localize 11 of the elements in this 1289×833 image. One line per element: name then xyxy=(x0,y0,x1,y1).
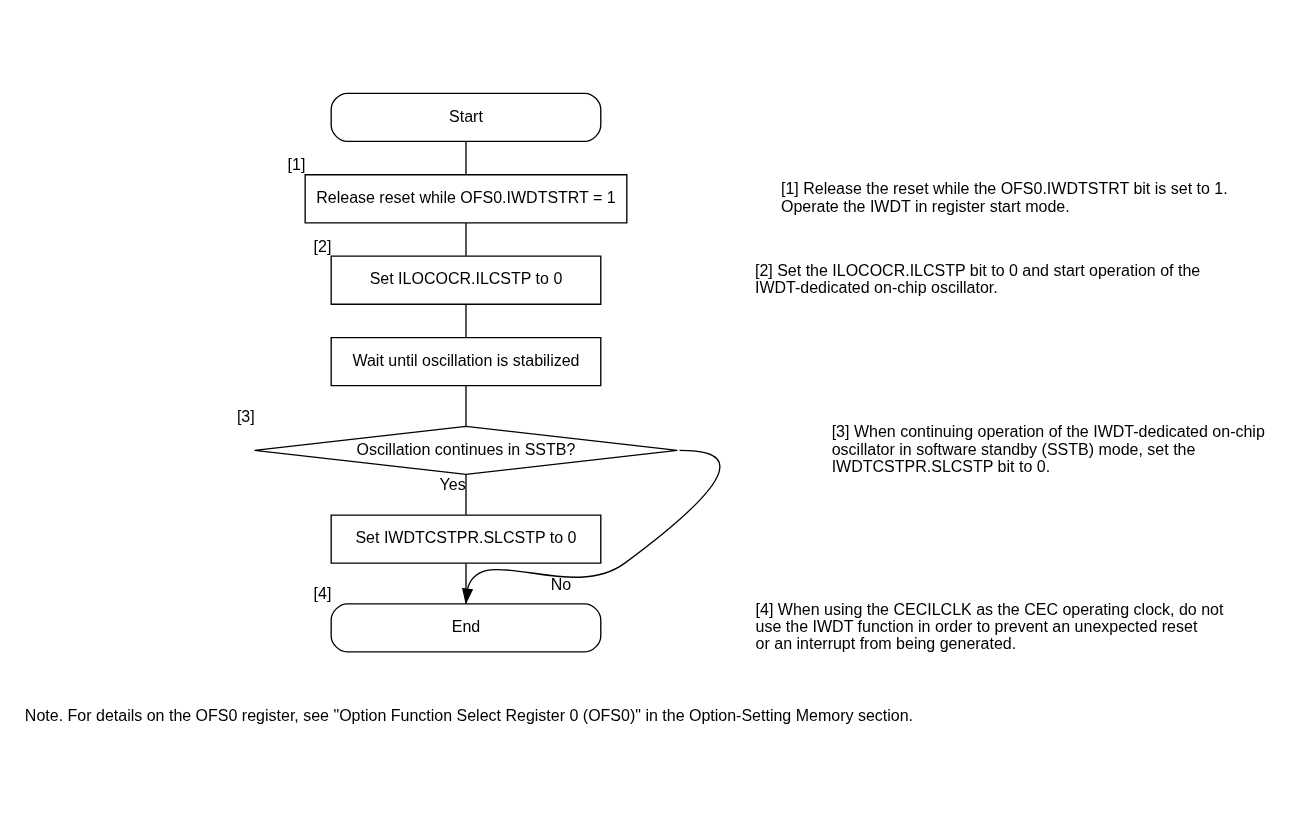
label: [4] When using the CECILCLK as the CEC operating clock, do not use the IWDT function in order to prevent an unexpected reset or an interrupt from being generated. xyxy=(755,600,1224,652)
label: Note. For details on the OFS0 register, see "Option Function Select Register 0 (OFS0)" in the Option-Setting Memory section. xyxy=(24,706,914,724)
edge-label: Yes xyxy=(439,475,466,493)
node-label: [2] xyxy=(313,237,332,255)
label: [1] Release the reset while the OFS0.IWDTSTRT bit is set to 1. Operate the IWDT in register start mode. xyxy=(780,179,1228,215)
node-label: [4] xyxy=(313,584,332,602)
node-label: [1] xyxy=(287,155,306,173)
node-label: [3] xyxy=(236,407,255,425)
label: [2] Set the ILOCOCR.ILCSTP bit to 0 and start operation of the IWDT-dedicated on-chip oscillator. xyxy=(754,261,1201,296)
label: [3] When continuing operation of the IWDT-dedicated on-chip oscillator in software standby (SSTB) mode, set the IWDTCSTPR.SLCSTP bit to 0. xyxy=(831,422,1265,475)
edge-label: No xyxy=(550,575,572,593)
